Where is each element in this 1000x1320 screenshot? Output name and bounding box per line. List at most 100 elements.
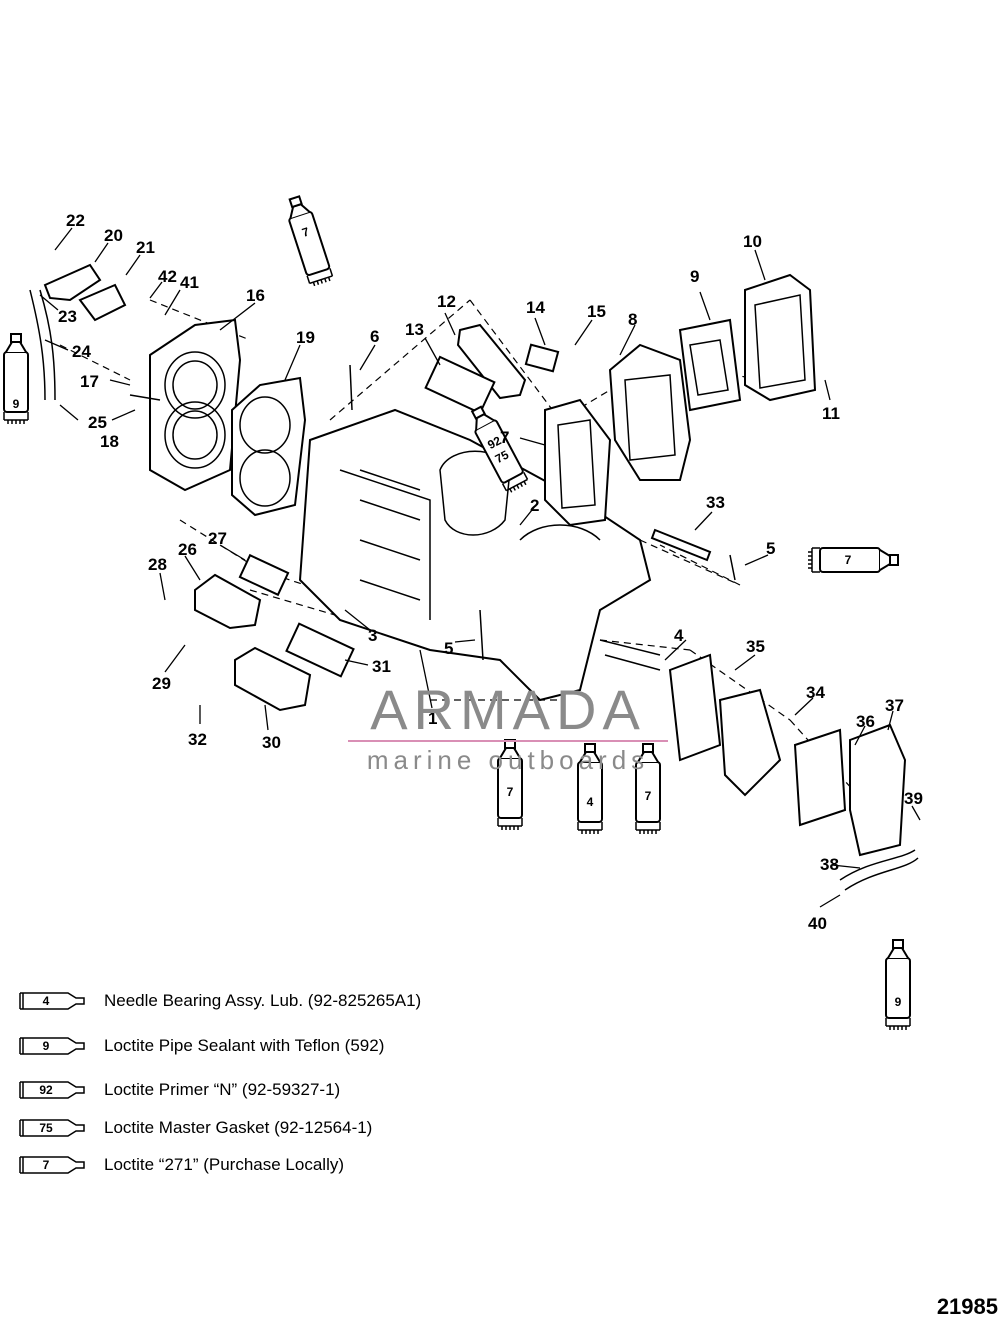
callout: 2 [530,496,539,515]
callout: 36 [856,712,875,731]
cover-37 [849,723,907,857]
callout: 20 [104,226,123,245]
reed-block-30 [234,646,312,712]
sealant-tube-bottom-2: 4 [577,743,603,835]
callout: 13 [405,320,424,339]
svg-text:4: 4 [43,994,50,1008]
sealant-tube-lower-right: 9 [885,939,911,1031]
callout: 16 [246,286,265,305]
callout: 27 [208,529,227,548]
callout: 6 [370,327,379,346]
svg-text:9: 9 [13,397,20,411]
callout: 4 [674,626,684,645]
svg-text:75: 75 [39,1121,53,1135]
armada-watermark: ARMADA marine outboards [348,682,668,774]
reed-block-34 [718,688,782,797]
legend-text: Loctite Primer “N” (92-59327-1) [104,1080,341,1099]
svg-text:7: 7 [300,224,311,239]
callout: 38 [820,855,839,874]
svg-text:7: 7 [507,785,514,799]
callout: 5 [444,639,453,658]
gasket-21 [78,283,127,322]
svg-text:92: 92 [39,1083,53,1097]
bolts [129,364,736,671]
legend-text: Loctite Master Gasket (92-12564-1) [104,1118,373,1137]
callout: 22 [66,211,85,230]
legend-tube-icon: 7 [18,1154,90,1176]
hose-40 [839,849,919,891]
legend-text: Loctite Pipe Sealant with Teflon (592) [104,1036,385,1055]
gasket-27 [238,553,290,597]
callout: 39 [904,789,923,808]
figure-number: 21985 [936,1294,998,1319]
gasket-36 [793,728,847,827]
callout: 29 [152,674,171,693]
legend-row: 9 Loctite Pipe Sealant with Teflon (592) [18,1033,384,1059]
callout: 24 [72,342,91,361]
leader-lines [39,227,921,908]
callout: 35 [746,637,765,656]
svg-text:75: 75 [493,447,512,466]
legend-tube-icon: 92 [18,1079,90,1101]
gasket-13 [424,355,496,415]
svg-text:7: 7 [43,1158,50,1172]
callout: 1 [428,709,437,728]
transfer-cover-12 [456,323,527,400]
legend-tube-icon: 4 [18,990,90,1012]
callout: 14 [526,298,545,317]
head-gasket-19 [231,376,307,517]
svg-text:92: 92 [485,433,504,452]
callout: 18 [100,432,119,451]
callout: 9 [690,267,699,286]
callout: 12 [437,292,456,311]
callout: 42 [158,267,177,286]
svg-text:9: 9 [895,995,902,1009]
callout: 32 [188,730,207,749]
sealant-tube-bottom-1: 7 [497,739,523,831]
callout: 5 [766,539,775,558]
callout: 26 [178,540,197,559]
callout: 3 [368,626,377,645]
sealant-tube-right: 7 [807,547,899,573]
legend-row: 4 Needle Bearing Assy. Lub. (92-825265A1… [18,988,421,1014]
watermark-rule [348,740,668,742]
gasket-35 [668,653,722,762]
sealant-tube-mid: 92 75 [464,402,531,496]
callout: 10 [743,232,762,251]
hose-24 [29,289,56,401]
legend-row: 92 Loctite Primer “N” (92-59327-1) [18,1077,340,1103]
sealant-tube-bottom-3: 7 [635,743,661,835]
svg-text:9: 9 [43,1039,50,1053]
legend-text: Needle Bearing Assy. Lub. (92-825265A1) [104,991,422,1010]
callout: 19 [296,328,315,347]
watermark-subtitle: marine outboards [366,745,650,775]
callout: 15 [587,302,606,321]
svg-text:7: 7 [845,553,852,567]
cover-plate-10 [744,273,817,402]
callout: 8 [628,310,637,329]
cylinder-head-16 [149,318,242,492]
callout: 37 [885,696,904,715]
callout: 34 [806,683,825,702]
svg-text:4: 4 [587,795,594,809]
callout: 40 [808,914,827,933]
callout: 41 [180,273,199,292]
callout: 23 [58,307,77,326]
callout: 30 [262,733,281,752]
gasket-9 [678,318,742,412]
watermark-name: ARMADA [370,678,646,741]
callout: 21 [136,238,155,257]
exhaust-cover-8 [608,343,692,481]
gasket-7 [544,398,612,527]
fitting-20 [43,263,102,302]
callout: 7 [500,428,509,447]
callout: 28 [148,555,167,574]
plate-14 [524,343,560,373]
callout: 17 [80,372,99,391]
callout: 33 [706,493,725,512]
sealant-tube-top-center: 7 [282,193,335,289]
legend-tube-icon: 9 [18,1035,90,1057]
callout: 25 [88,413,107,432]
legend-text: Loctite “271” (Purchase Locally) [104,1155,345,1174]
